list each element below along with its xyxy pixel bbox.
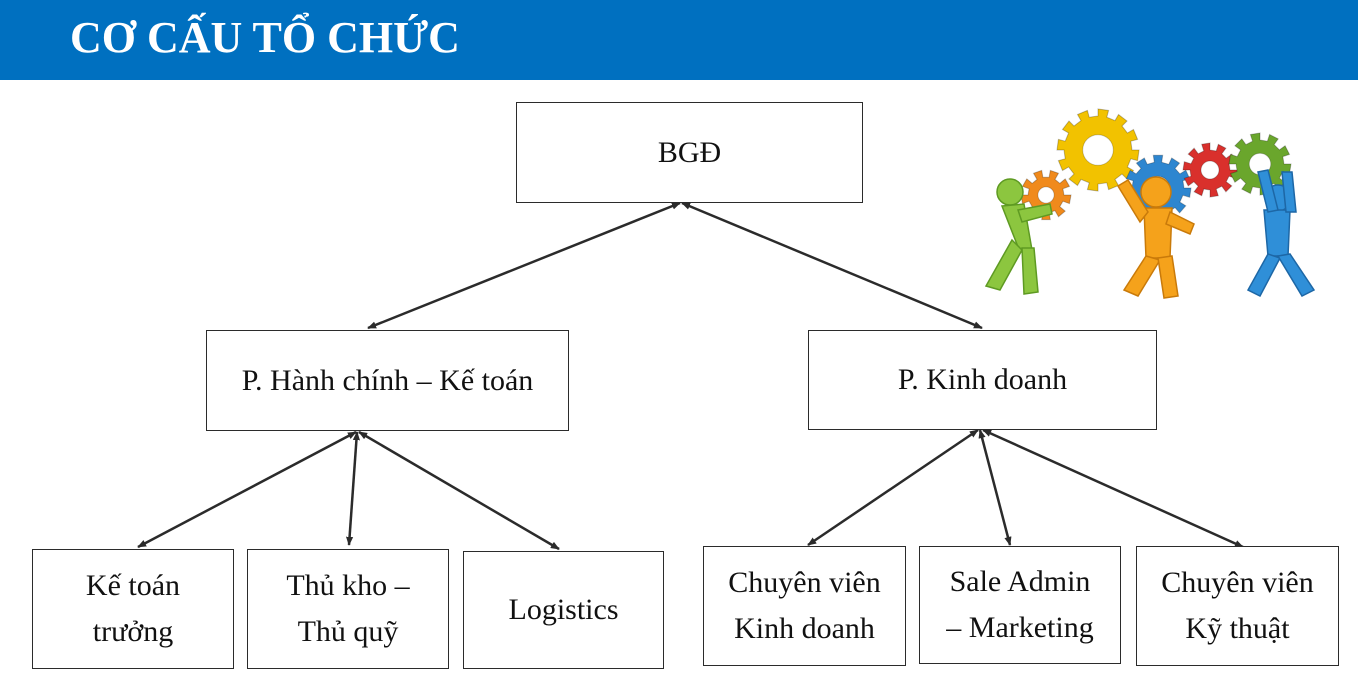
node-ke-toan-truong: Kế toán trưởng	[32, 549, 234, 669]
node-label-line1: Chuyên viên	[728, 566, 881, 599]
connector-hanhchinh-thukho	[345, 431, 361, 546]
node-logistics: Logistics	[463, 551, 664, 669]
node-hanh-chinh-ke-toan: P. Hành chính – Kế toán	[206, 330, 569, 431]
node-chuyen-vien-kinh-doanh: Chuyên viên Kinh doanh	[703, 546, 906, 666]
gear-yellow-hole-icon	[1082, 134, 1114, 166]
connector-kinhdoanh-cvkt	[982, 428, 1244, 549]
node-label-line2: – Marketing	[946, 611, 1094, 644]
connector-hanhchinh-logistics	[358, 430, 560, 551]
connector-kinhdoanh-cvkd	[807, 428, 979, 547]
connector-hanhchinh-ketoan	[137, 430, 357, 549]
node-label-line1: Chuyên viên	[1161, 566, 1314, 599]
node-label-line2: Kỹ thuật	[1185, 612, 1290, 645]
connector-kinhdoanh-saleadmin	[978, 429, 1012, 546]
node-kinh-doanh: P. Kinh doanh	[808, 330, 1157, 430]
node-bgd: BGĐ	[516, 102, 863, 203]
teamwork-gears-icon	[984, 108, 1316, 299]
figure-blue	[1246, 169, 1316, 297]
node-chuyen-vien-ky-thuat: Chuyên viên Kỹ thuật	[1136, 546, 1339, 666]
connector-bgd-kinhdoanh	[681, 201, 983, 330]
node-label-line2: Thủ quỹ	[297, 615, 399, 648]
node-label: BGĐ	[657, 135, 722, 169]
page-title: CƠ CẤU TỔ CHỨC	[70, 13, 460, 62]
node-label: Logistics	[508, 593, 619, 626]
figure-green	[984, 178, 1053, 295]
node-label-line1: Sale Admin	[949, 565, 1091, 598]
node-label-line1: Kế toán	[85, 569, 181, 602]
node-label-line2: Kinh doanh	[734, 612, 875, 645]
header-bar: CƠ CẤU TỔ CHỨC	[0, 0, 1358, 80]
node-label: P. Kinh doanh	[897, 363, 1068, 396]
node-label: P. Hành chính – Kế toán	[241, 363, 534, 397]
gear-red-hole-icon	[1200, 160, 1220, 180]
node-thu-kho-thu-quy: Thủ kho – Thủ quỹ	[247, 549, 449, 669]
node-sale-admin-marketing: Sale Admin – Marketing	[919, 546, 1121, 664]
node-label-line1: Thủ kho –	[286, 569, 410, 602]
connector-bgd-hanhchinh	[367, 201, 681, 330]
gear-orange-hole-icon	[1037, 186, 1055, 204]
node-label-line2: trưởng	[92, 615, 174, 648]
figure-orange	[1116, 176, 1195, 299]
